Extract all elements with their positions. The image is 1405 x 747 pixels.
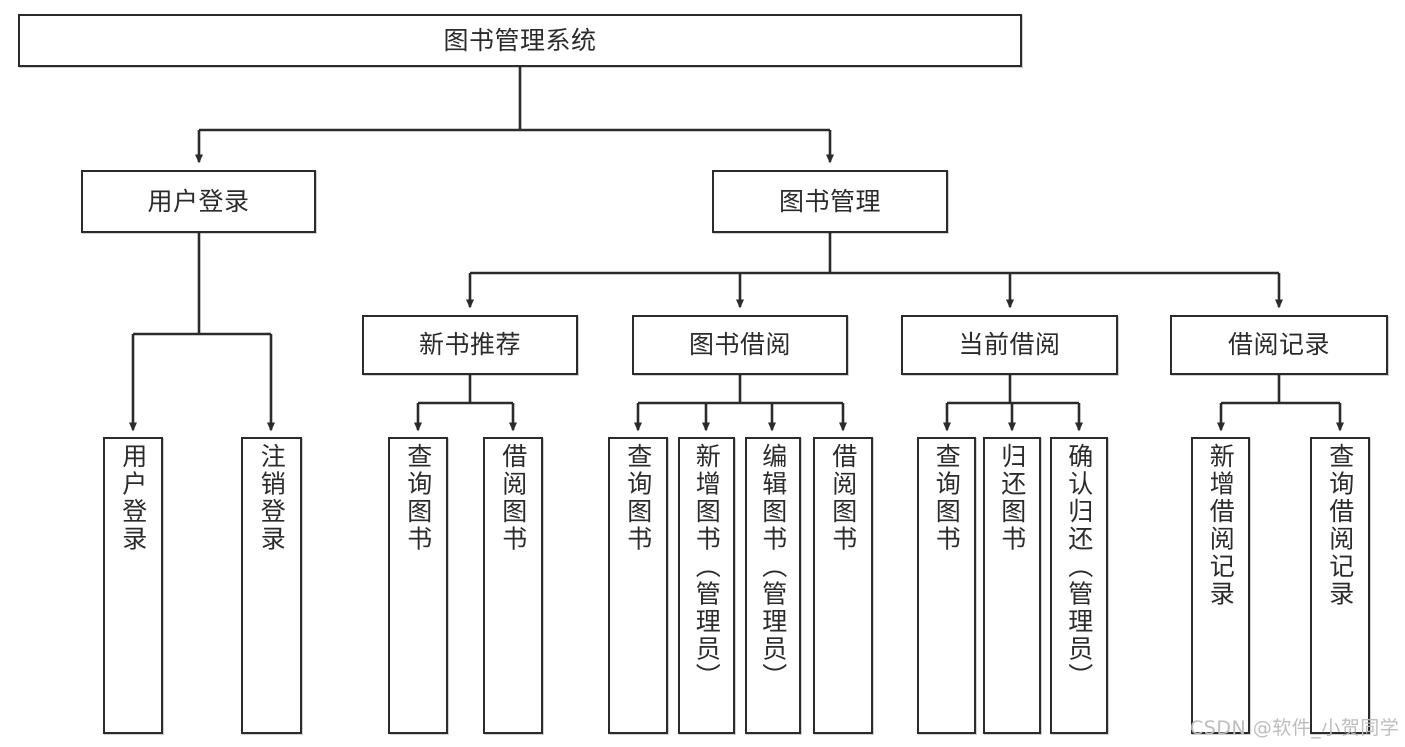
leaf-borrow-record-query[interactable]: 查询借阅记录	[1310, 437, 1370, 734]
node-label: 新增借阅记录	[1206, 443, 1236, 608]
leaf-current-borrow-return[interactable]: 归还图书	[983, 437, 1041, 734]
node-label: 用户登录	[147, 186, 250, 216]
node-user-login[interactable]: 用户登录	[81, 170, 316, 233]
node-label: 查询借阅记录	[1325, 443, 1355, 608]
leaf-new-book-query[interactable]: 查询图书	[388, 437, 448, 734]
node-current-borrow[interactable]: 当前借阅	[901, 315, 1118, 375]
leaf-current-borrow-confirm[interactable]: 确认归还（管理员）	[1050, 437, 1108, 734]
leaf-book-borrow-add[interactable]: 新增图书（管理员）	[678, 437, 735, 734]
node-label: 注销登录	[257, 443, 287, 553]
leaf-user-login-logout[interactable]: 注销登录	[241, 437, 302, 734]
node-label: 编辑图书（管理员）	[758, 443, 788, 691]
node-label: 用户登录	[118, 443, 148, 553]
node-label: 图书借阅	[688, 330, 791, 360]
node-label: 图书管理系统	[443, 25, 597, 55]
node-label: 查询图书	[932, 443, 962, 553]
node-label: 新增图书（管理员）	[692, 443, 722, 691]
leaf-borrow-record-add[interactable]: 新增借阅记录	[1191, 437, 1250, 734]
leaf-book-borrow-edit[interactable]: 编辑图书（管理员）	[745, 437, 801, 734]
node-book-borrow[interactable]: 图书借阅	[632, 315, 848, 375]
node-label: 借阅记录	[1227, 330, 1330, 360]
node-label: 借阅图书	[828, 443, 858, 553]
leaf-new-book-borrow[interactable]: 借阅图书	[483, 437, 543, 734]
node-label: 图书管理	[778, 186, 881, 216]
leaf-book-borrow-query[interactable]: 查询图书	[608, 437, 668, 734]
node-label: 借阅图书	[498, 443, 528, 553]
node-borrow-record[interactable]: 借阅记录	[1170, 315, 1388, 375]
node-book-management[interactable]: 图书管理	[712, 170, 948, 233]
leaf-user-login-signin[interactable]: 用户登录	[103, 437, 163, 734]
node-root-system[interactable]: 图书管理系统	[18, 14, 1022, 67]
node-label: 归还图书	[997, 443, 1027, 553]
node-new-book-recommend[interactable]: 新书推荐	[362, 315, 578, 375]
watermark-text: CSDN @软件_小贺同学	[1190, 717, 1400, 739]
leaf-current-borrow-query[interactable]: 查询图书	[917, 437, 976, 734]
node-label: 查询图书	[623, 443, 653, 553]
csdn-watermark: CSDN @软件_小贺同学	[1190, 713, 1399, 740]
leaf-book-borrow-borrow[interactable]: 借阅图书	[813, 437, 873, 734]
node-label: 新书推荐	[418, 330, 521, 360]
node-label: 查询图书	[403, 443, 433, 553]
node-label: 当前借阅	[958, 330, 1061, 360]
node-label: 确认归还（管理员）	[1064, 443, 1094, 691]
